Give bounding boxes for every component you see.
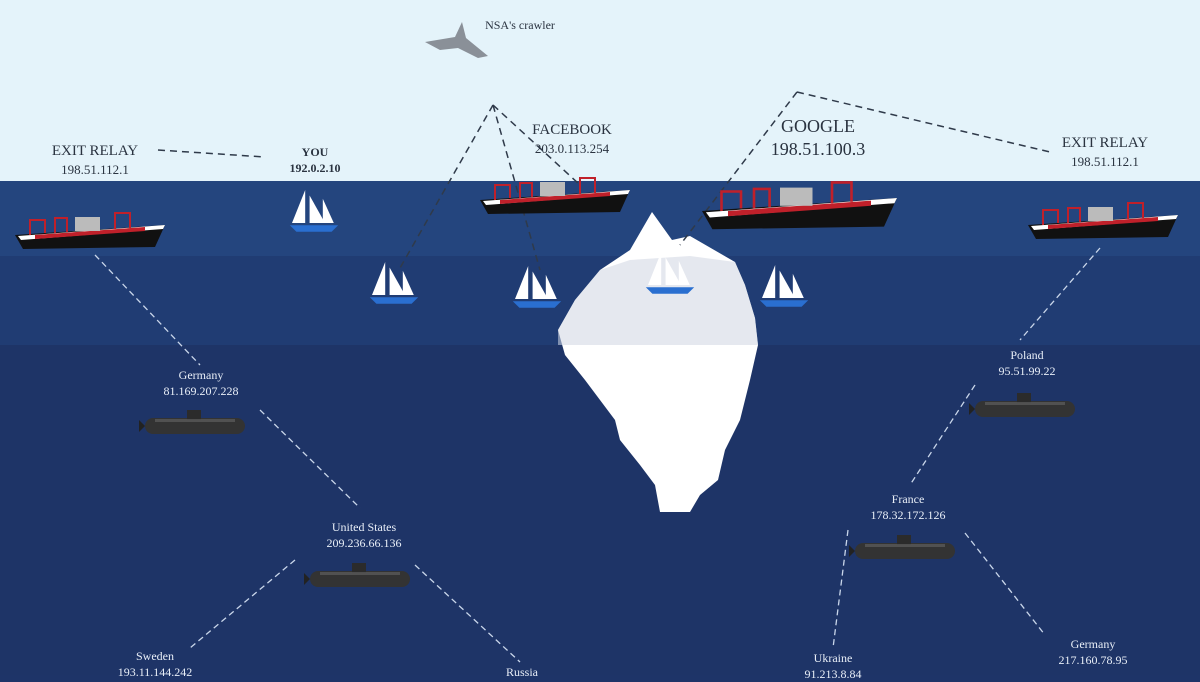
- ship-icon: [480, 177, 630, 214]
- node-ip: 203.0.113.254: [534, 140, 610, 156]
- node-name: Russia: [505, 665, 539, 679]
- node-name: FACEBOOK: [532, 122, 612, 138]
- node-name: EXIT RELAY: [1061, 135, 1149, 151]
- exit-relay-left: EXIT RELAY 198.51.112.1: [52, 142, 138, 178]
- node-name: France: [891, 492, 925, 506]
- node-ip: 91.213.8.84: [804, 666, 862, 681]
- connection-lines-deep: [94, 247, 1101, 663]
- node-ip: 193.11.144.242: [117, 664, 193, 679]
- submarine-icon: [304, 563, 410, 587]
- node-ip: 81.169.207.228: [163, 383, 239, 398]
- node-name: EXIT RELAY: [51, 143, 139, 159]
- submarine-icon: [139, 410, 245, 434]
- node-ip: 209.236.66.136: [326, 535, 402, 550]
- node-ip: 198.51.100.3: [770, 139, 866, 160]
- jet-icon: [425, 22, 488, 58]
- submarine-icon: [849, 535, 955, 559]
- facebook-node: FACEBOOK 203.0.113.254: [532, 121, 612, 157]
- node-name: United States: [331, 520, 397, 534]
- ship-icon: [15, 212, 165, 249]
- ship-icon: [702, 181, 897, 230]
- node-name: Germany: [178, 368, 224, 382]
- node-name: GOOGLE: [781, 116, 855, 136]
- node-name: Germany: [1070, 637, 1116, 651]
- node-name: Ukraine: [813, 651, 853, 665]
- google-node: GOOGLE 198.51.100.3: [771, 115, 866, 162]
- exit-relay-right: EXIT RELAY 198.51.112.1: [1062, 134, 1148, 170]
- sky: [0, 0, 1200, 181]
- node-ip: 95.51.99.22: [998, 363, 1056, 378]
- node-russia: Russia: [506, 665, 538, 681]
- node-name: Poland: [1010, 348, 1044, 362]
- node-name: YOU: [301, 145, 329, 159]
- node-ip: 198.51.112.1: [1071, 153, 1139, 169]
- crawler-label: NSA's crawler: [485, 18, 555, 32]
- node-ip: 178.32.172.126: [870, 507, 946, 522]
- iceberg-waterline: [558, 256, 758, 345]
- node-ip: 192.0.2.10: [289, 160, 341, 175]
- submarine-icon: [969, 393, 1075, 417]
- node-ip: 198.51.112.1: [61, 161, 129, 177]
- ship-icon: [1028, 202, 1178, 239]
- connection-lines-surface: [157, 91, 1051, 271]
- node-name: Sweden: [136, 649, 174, 663]
- node-ip: 217.160.78.95: [1058, 652, 1128, 667]
